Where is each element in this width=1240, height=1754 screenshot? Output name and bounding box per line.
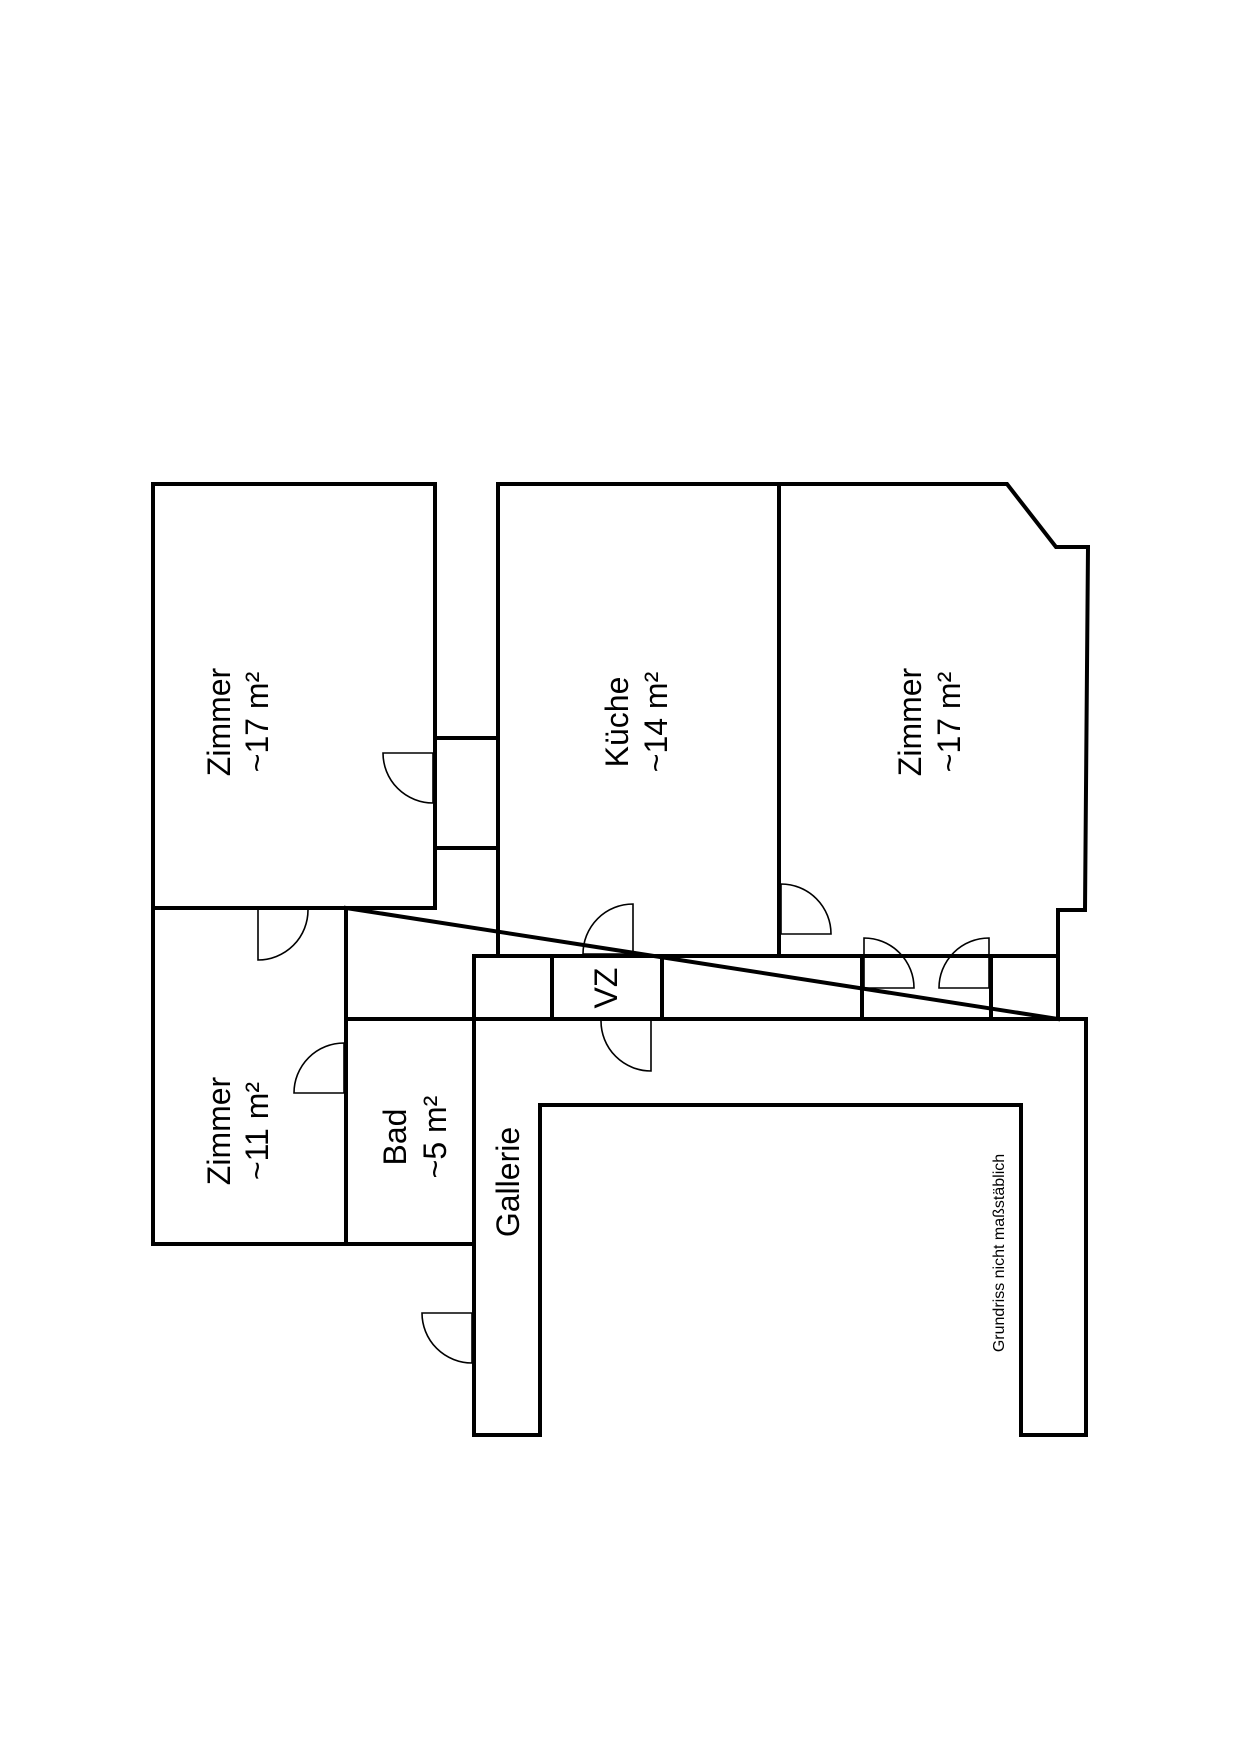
door-kueche bbox=[582, 903, 634, 955]
label-bad-area: ~5 m² bbox=[417, 1095, 453, 1178]
label-zimmer-top-left-name: Zimmer bbox=[201, 667, 237, 776]
door-gallerie bbox=[421, 1312, 473, 1364]
door-zimmer-top-left bbox=[382, 752, 434, 804]
label-gallerie: Gallerie bbox=[490, 1127, 526, 1237]
room-zimmer-bottom-left bbox=[151, 906, 348, 1246]
door-passage-right-right bbox=[938, 937, 990, 989]
door-vz-bottom bbox=[600, 1020, 652, 1072]
label-zimmer-bottom-left-area: ~11 m² bbox=[239, 1082, 275, 1180]
room-zimmer-top-left bbox=[151, 482, 437, 910]
scale-note: Grundriss nicht maßstäblich bbox=[991, 1154, 1008, 1352]
label-kueche-name: Küche bbox=[599, 677, 635, 768]
label-bad-name: Bad bbox=[377, 1109, 413, 1166]
label-zimmer-right-area: ~17 m² bbox=[931, 671, 967, 772]
passage-connector bbox=[433, 736, 500, 850]
labels: Zimmer ~17 m² Küche ~14 m² Zimmer ~17 m²… bbox=[201, 667, 1008, 1352]
label-zimmer-bottom-left-name: Zimmer bbox=[201, 1076, 237, 1185]
door-zimmer-bottom-left-top bbox=[257, 909, 309, 961]
label-zimmer-top-left-area: ~17 m² bbox=[239, 671, 275, 772]
hallway bbox=[344, 905, 1060, 1022]
label-zimmer-right-name: Zimmer bbox=[892, 667, 928, 776]
doors bbox=[257, 752, 990, 1364]
door-passage-right-left bbox=[863, 937, 915, 989]
door-zimmer-bottom-left-side bbox=[293, 1042, 345, 1094]
door-zimmer-right bbox=[780, 883, 832, 935]
room-gallerie bbox=[472, 1017, 1088, 1437]
label-kueche-area: ~14 m² bbox=[638, 671, 674, 772]
walls bbox=[151, 482, 1091, 1437]
label-vz: VZ bbox=[588, 968, 624, 1009]
